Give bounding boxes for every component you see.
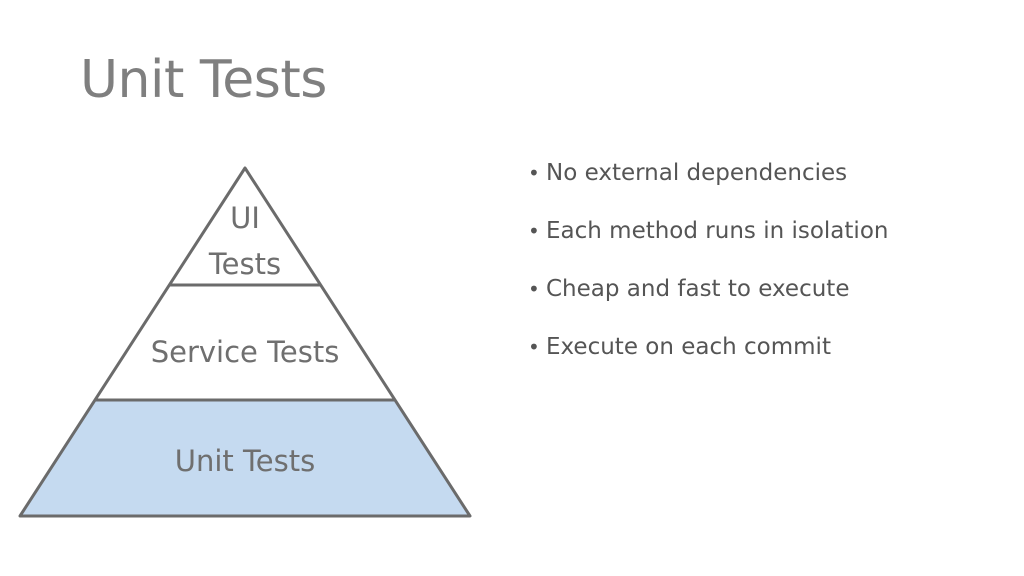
bullet-dot-icon: • [528, 161, 540, 185]
bullet-dot-icon: • [528, 335, 540, 359]
bullet-item: • No external dependencies [528, 156, 888, 214]
bullet-text: Cheap and fast to execute [546, 276, 850, 302]
pyramid-layer-unit [20, 400, 470, 516]
bullet-dot-icon: • [528, 277, 540, 301]
bullet-dot-icon: • [528, 219, 540, 243]
bullet-item: • Execute on each commit [528, 330, 888, 388]
slide-title: Unit Tests [80, 50, 327, 110]
bullet-list: • No external dependencies • Each method… [528, 156, 888, 388]
bullet-item: • Each method runs in isolation [528, 214, 888, 272]
pyramid-outline [18, 166, 472, 518]
pyramid-layer-ui [170, 168, 320, 285]
bullet-text: Execute on each commit [546, 334, 831, 360]
bullet-item: • Cheap and fast to execute [528, 272, 888, 330]
bullet-text: Each method runs in isolation [546, 218, 889, 244]
pyramid-label-ui-line1: UI [230, 201, 260, 235]
pyramid-label-service: Service Tests [151, 335, 340, 369]
bullet-text: No external dependencies [546, 160, 848, 186]
pyramid-label-ui-line2: Tests [208, 247, 281, 281]
pyramid-layer-service [95, 285, 395, 400]
pyramid-label-unit: Unit Tests [175, 444, 315, 478]
